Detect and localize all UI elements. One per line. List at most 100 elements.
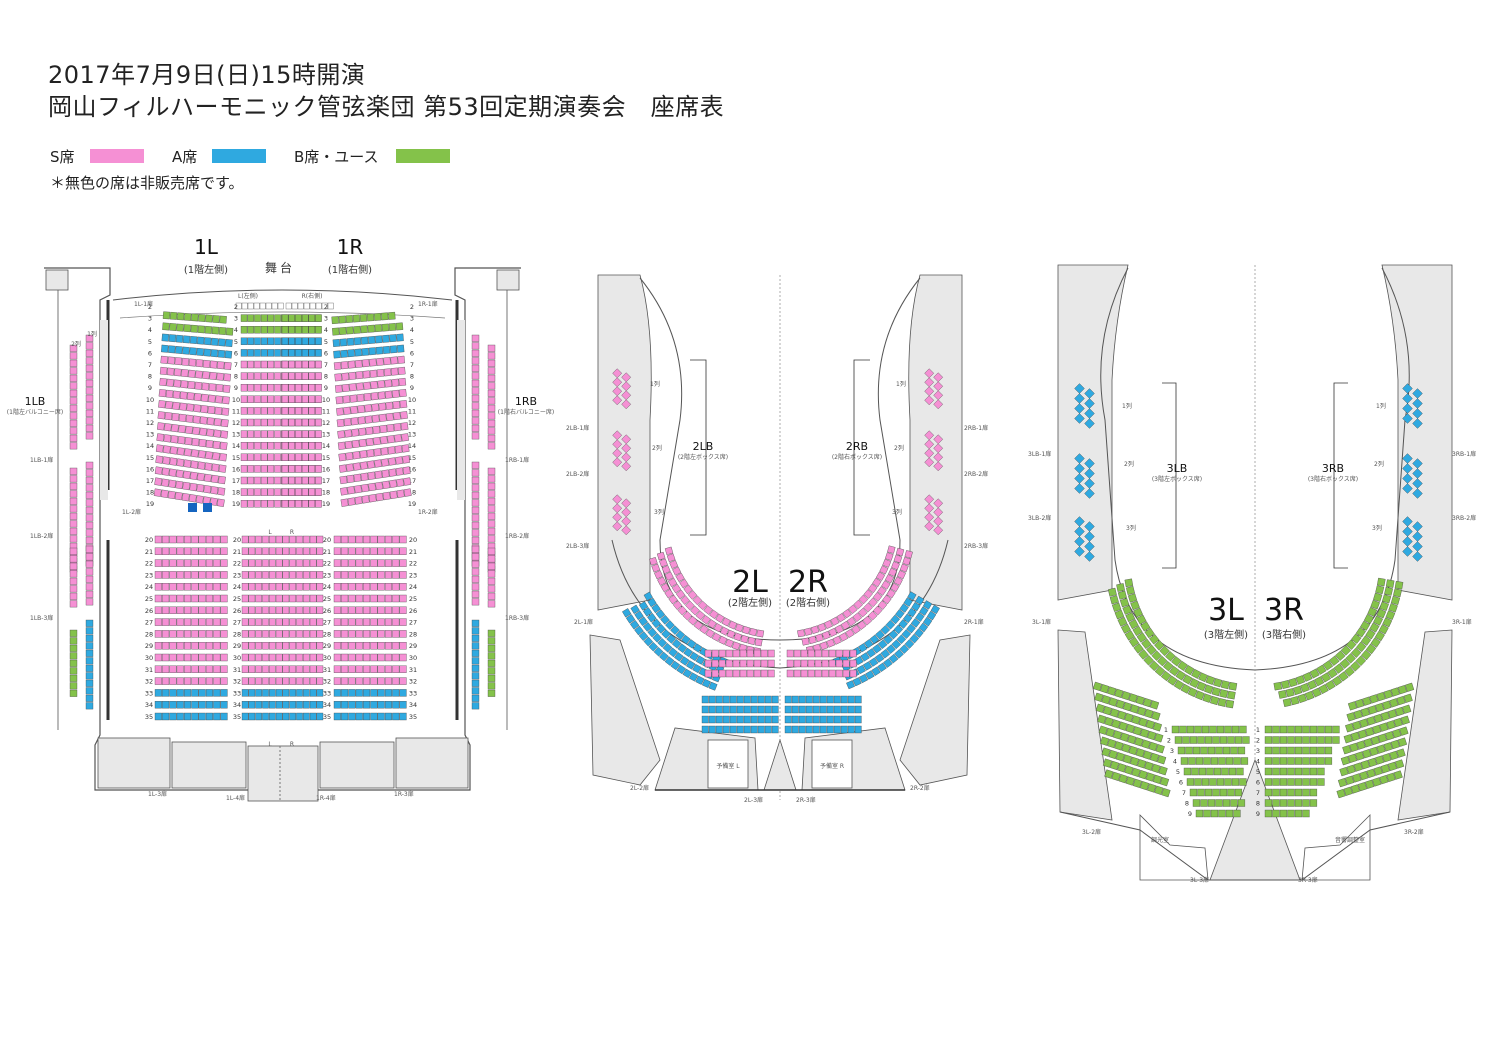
- door-1rb-3: 1RB-3扉: [505, 614, 529, 622]
- seat: [309, 630, 317, 638]
- seat: [347, 497, 356, 506]
- seat: [1402, 393, 1413, 404]
- seat: [764, 725, 772, 734]
- row-number: 3: [324, 315, 328, 323]
- seat: [1287, 757, 1295, 765]
- seat: [316, 618, 324, 626]
- seat: [672, 566, 682, 576]
- seat: [191, 665, 199, 673]
- seat: [274, 314, 281, 322]
- row-number: 8: [324, 373, 328, 381]
- seat: [289, 583, 296, 591]
- seat: [367, 471, 376, 480]
- seat: [1365, 629, 1376, 640]
- row-number: 14: [146, 442, 154, 450]
- seat: [386, 424, 395, 433]
- seat: [341, 559, 349, 567]
- seat: [321, 302, 328, 310]
- seat: [260, 372, 268, 380]
- seat: [392, 653, 400, 662]
- seat: [190, 460, 199, 469]
- seat: [1287, 809, 1295, 818]
- seat: [1201, 725, 1210, 734]
- seat: [835, 649, 843, 658]
- seat-row-1L-back-33: [154, 689, 228, 697]
- seat: [399, 547, 407, 555]
- seat: [1186, 778, 1195, 786]
- seat: [308, 372, 316, 380]
- seat: [384, 689, 392, 697]
- seat: [871, 666, 881, 676]
- seat: [807, 669, 815, 678]
- seat: [1124, 630, 1135, 641]
- seat-row-1R-front-3: [331, 311, 396, 325]
- seat: [360, 472, 369, 481]
- seat: [288, 407, 295, 415]
- seat: [933, 507, 944, 518]
- seat: [384, 630, 392, 638]
- seat: [85, 424, 94, 432]
- seat: [836, 612, 846, 623]
- seat: [254, 500, 261, 508]
- row-number: 4: [148, 326, 152, 334]
- seat: [471, 568, 480, 576]
- seat-row-1L-back-24: [154, 583, 228, 591]
- seat: [209, 360, 218, 369]
- seat: [736, 705, 744, 714]
- seat: [370, 712, 378, 721]
- seat: [301, 372, 309, 380]
- seat: [902, 556, 911, 566]
- seat: [1338, 671, 1349, 682]
- seat: [1125, 612, 1136, 623]
- seat: [904, 639, 915, 649]
- seat: [296, 535, 303, 544]
- seat: [295, 395, 302, 403]
- seat: [333, 618, 341, 626]
- wedge-3l-row-6: [1101, 747, 1168, 776]
- seat: [835, 659, 843, 668]
- seat: [360, 325, 368, 334]
- seat: [240, 314, 248, 322]
- seat: [288, 442, 295, 450]
- seat: [909, 633, 920, 644]
- seat: [303, 665, 310, 673]
- seat: [377, 701, 385, 709]
- seat: [1360, 649, 1372, 661]
- door-1l-4: 1L-4扉: [226, 794, 245, 802]
- seat: [887, 545, 896, 554]
- seat: [275, 630, 283, 638]
- seat: [205, 712, 213, 721]
- seat: [1317, 757, 1325, 765]
- seat: [1370, 599, 1380, 610]
- door-3rb-2: 3RB-2扉: [1452, 514, 1476, 522]
- seat: [715, 715, 723, 724]
- seat: [1412, 521, 1423, 532]
- seat: [865, 670, 875, 680]
- seat: [1309, 668, 1320, 679]
- seat: [164, 412, 173, 421]
- seat-row-1C-right-9: [281, 384, 322, 392]
- seat: [1370, 637, 1381, 648]
- seat: [205, 701, 213, 709]
- seat: [213, 606, 221, 614]
- seat: [1131, 715, 1141, 725]
- seat: [1102, 758, 1113, 768]
- seat: [162, 594, 170, 603]
- seat: [1372, 724, 1382, 735]
- seat: [162, 606, 170, 614]
- seat: [487, 527, 496, 535]
- seat: [1207, 799, 1216, 807]
- seat: [370, 606, 378, 614]
- seat: [255, 701, 262, 709]
- seat: [845, 628, 855, 639]
- seat: [656, 551, 666, 561]
- seat: [1203, 757, 1211, 765]
- center-2r-row-0: [786, 649, 857, 658]
- seat: [875, 571, 886, 581]
- seat: [309, 559, 317, 567]
- seat: [679, 578, 689, 589]
- row-number: 27: [323, 619, 331, 627]
- seat: [340, 487, 348, 496]
- row-number: 23: [233, 571, 241, 579]
- center-2l-row-4: [701, 705, 779, 714]
